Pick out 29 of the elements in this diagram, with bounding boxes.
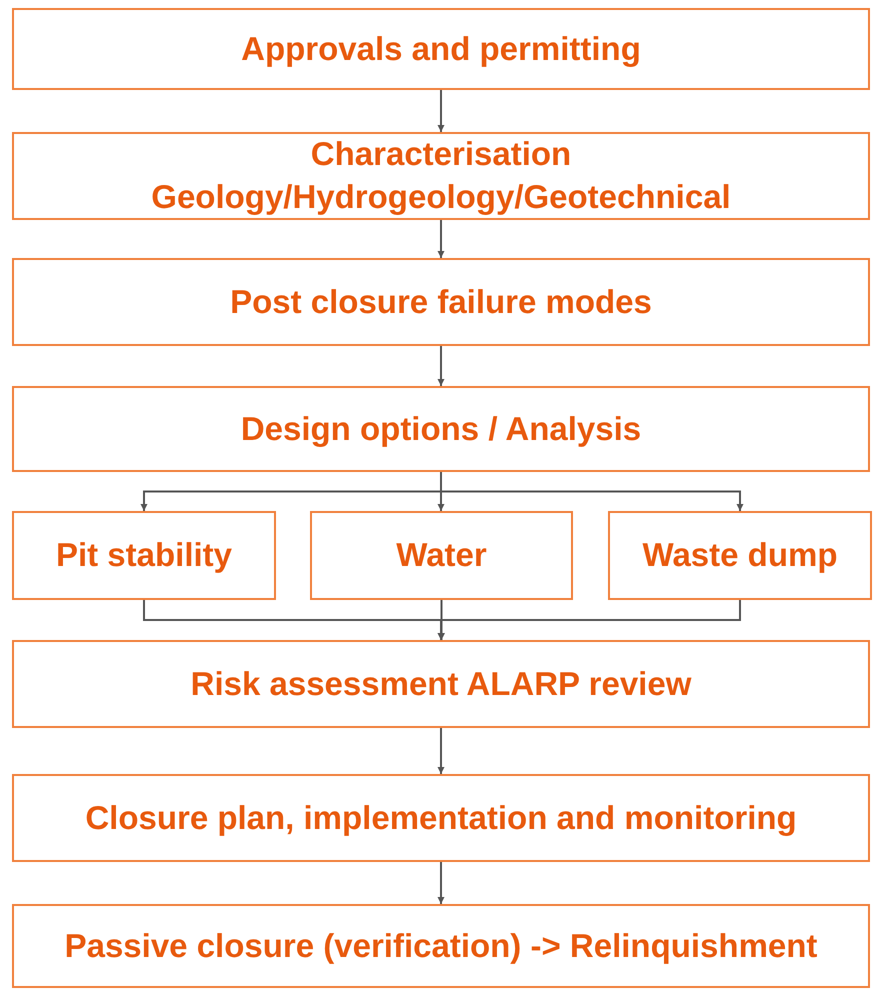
process-box <box>12 8 870 90</box>
box-text: Post closure failure modes <box>230 282 652 322</box>
arrow <box>438 90 444 132</box>
box-text: Passive closure (verification) -> Relinquishment <box>64 926 818 966</box>
box-text: Characterisation <box>310 134 572 174</box>
box-text: Approvals and permitting <box>241 28 641 69</box>
arrow <box>438 220 444 258</box>
process-box <box>12 132 870 220</box>
process-box <box>12 640 870 728</box>
process-box <box>310 511 573 600</box>
process-box <box>12 258 870 346</box>
box-text: Closure plan, implementation and monitoring <box>85 798 797 838</box>
process-box <box>12 386 870 472</box>
process-box <box>12 774 870 862</box>
process-box <box>608 511 872 600</box>
arrow <box>440 472 744 511</box>
arrow <box>438 728 444 774</box>
box-text: Geology/Hydrogeology/Geotechnical <box>151 177 731 217</box>
process-box <box>12 511 276 600</box>
arrow <box>438 600 445 640</box>
box-text: Water <box>396 535 487 576</box>
arrow <box>438 862 444 904</box>
box-text: Pit stability <box>56 535 232 576</box>
arrow <box>438 600 741 640</box>
box-text: Risk assessment ALARP review <box>190 664 692 704</box>
box-text: Design options / Analysis <box>240 408 642 449</box>
process-box <box>12 904 870 988</box>
arrow <box>438 346 444 386</box>
box-text: Waste dump <box>642 535 838 576</box>
